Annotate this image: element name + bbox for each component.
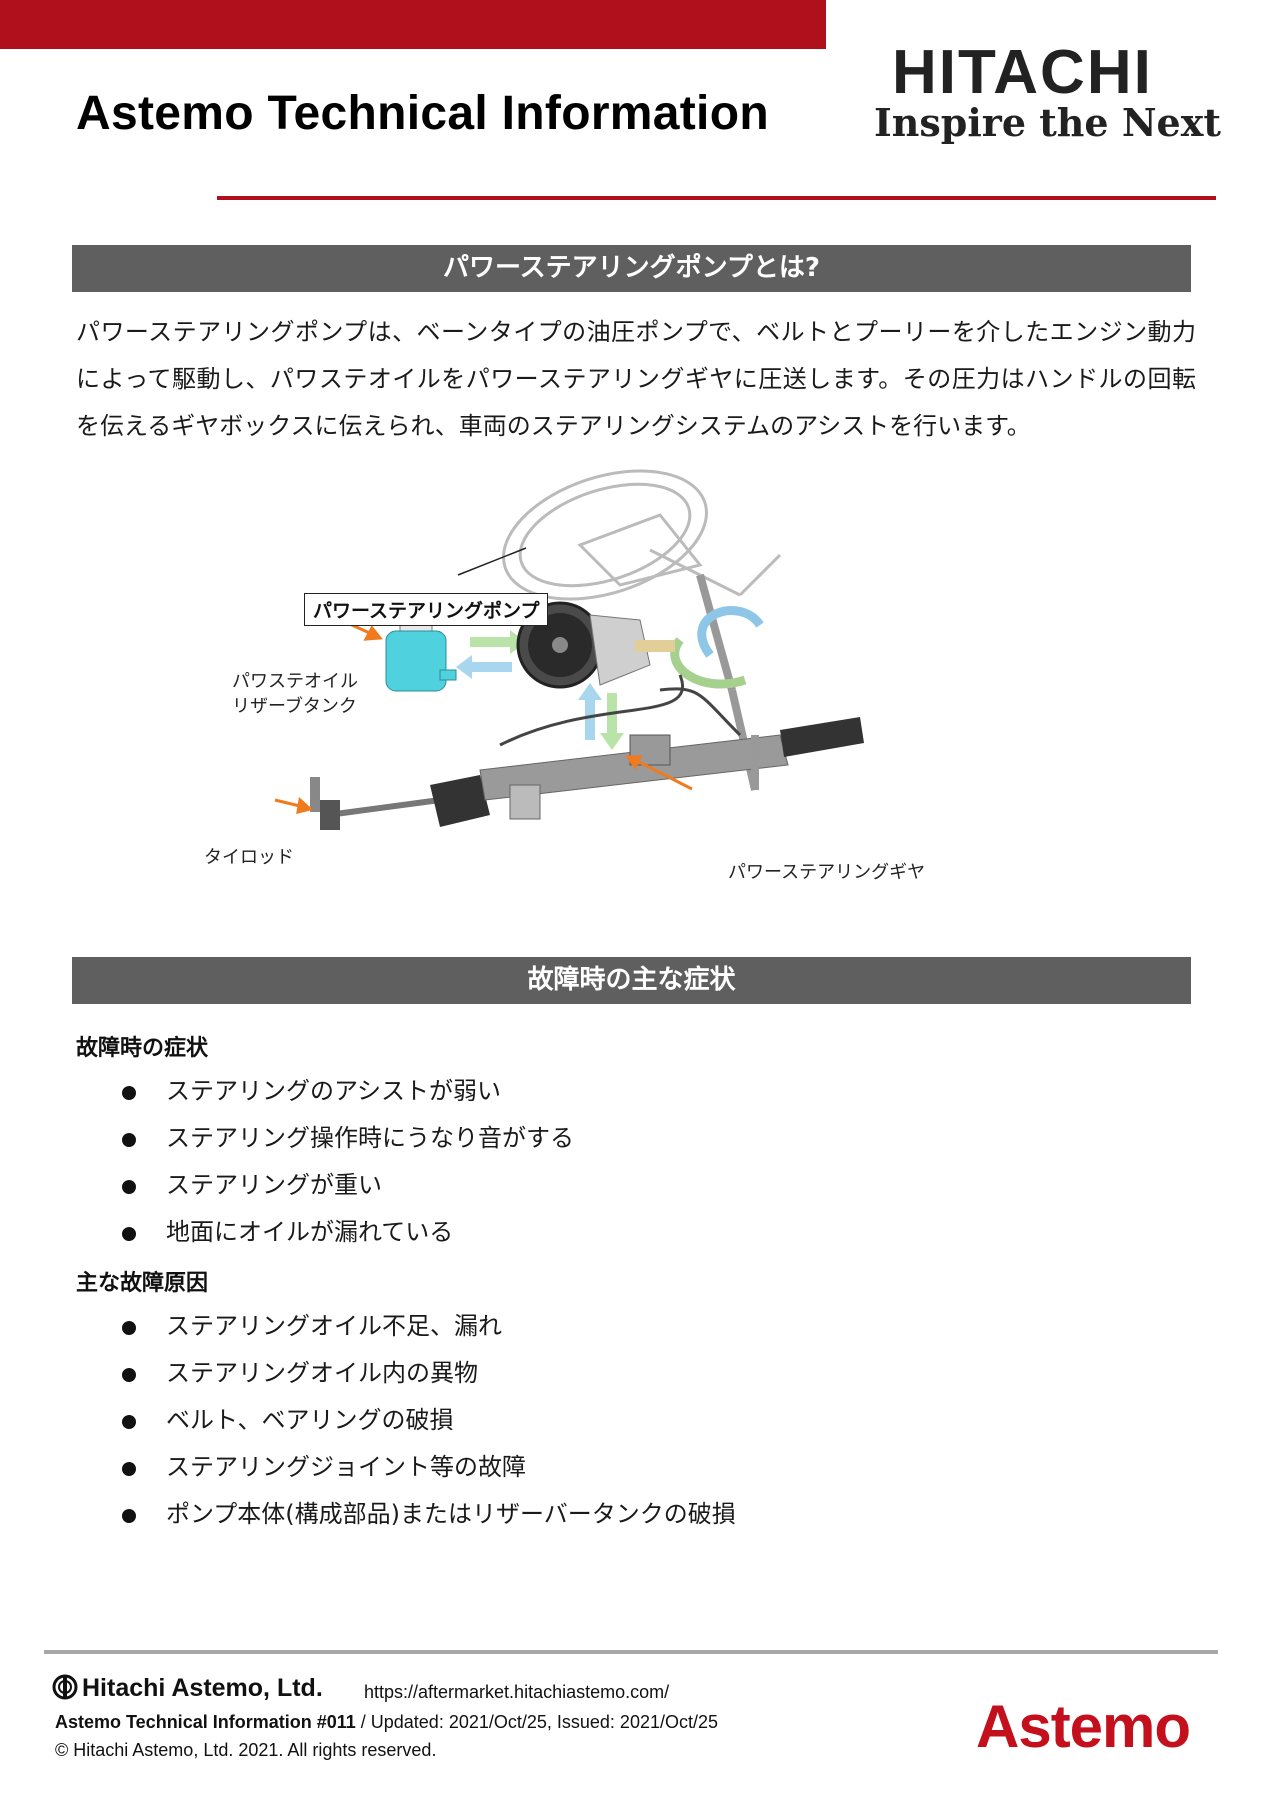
list-item: ベルト、ベアリングの破損 — [122, 1397, 736, 1444]
list-item: ポンプ本体(構成部品)またはリザーバータンクの破損 — [122, 1491, 736, 1538]
list-item: ステアリングオイル内の異物 — [122, 1350, 736, 1397]
section-heading-pump: パワーステアリングポンプとは? — [72, 245, 1191, 292]
footer-divider — [44, 1650, 1218, 1654]
symptoms-list: ステアリングのアシストが弱い ステアリング操作時にうなり音がする ステアリングが… — [122, 1068, 574, 1256]
list-item: 地面にオイルが漏れている — [122, 1209, 574, 1256]
footer-url-link[interactable]: https://aftermarket.hitachiastemo.com/ — [364, 1682, 670, 1702]
header-divider — [217, 196, 1216, 200]
doc-id: Astemo Technical Information #011 — [55, 1712, 356, 1732]
list-item: ステアリングジョイント等の故障 — [122, 1444, 736, 1491]
copyright: © Hitachi Astemo, Ltd. 2021. All rights … — [55, 1740, 437, 1760]
leader-arrows-icon — [274, 614, 693, 815]
doc-dates: / Updated: 2021/Oct/25, Issued: 2021/Oct… — [355, 1712, 718, 1732]
footer-doc-info: Astemo Technical Information #011 / Upda… — [55, 1712, 718, 1733]
page-title: Astemo Technical Information — [76, 87, 769, 140]
rotation-arrow-icon — [670, 637, 747, 689]
causes-subheading: 主な故障原因 — [76, 1271, 209, 1296]
list-item: ステアリング操作時にうなり音がする — [122, 1115, 574, 1162]
pump-label: パワーステアリングポンプ — [304, 593, 549, 626]
hitachi-emblem-icon — [52, 1674, 78, 1700]
gear-label: パワーステアリングギヤ — [728, 862, 926, 883]
tie-rod-illustration — [310, 777, 320, 812]
company-name: Hitachi Astemo, Ltd. — [82, 1674, 323, 1702]
top-red-bar — [0, 0, 826, 49]
list-item: ステアリングオイル不足、漏れ — [122, 1303, 736, 1350]
list-item: ステアリングのアシストが弱い — [122, 1068, 574, 1115]
brand-name: HITACHI — [892, 38, 1153, 107]
causes-list: ステアリングオイル不足、漏れ ステアリングオイル内の異物 ベルト、ベアリングの破… — [122, 1303, 736, 1538]
tie-rod-label: タイロッド — [204, 847, 294, 868]
reservoir-label-2: リザーブタンク — [232, 696, 357, 717]
astemo-logo: Astemo — [976, 1693, 1191, 1760]
pump-illustration — [516, 601, 675, 689]
steering-wheel-illustration — [502, 469, 782, 601]
list-item: ステアリングが重い — [122, 1162, 574, 1209]
reservoir-label-1: パワステオイル — [232, 671, 358, 692]
flow-arrows-icon — [456, 630, 526, 679]
symptoms-subheading: 故障時の症状 — [76, 1036, 209, 1061]
brand-tagline: Inspire the Next — [874, 100, 1221, 145]
hitachi-logo: HITACHI Inspire the Next — [874, 42, 1224, 152]
steering-system-diagram: パワーステアリングポンプ パワステオイル リザーブタンク タイロッド パワーステ… — [180, 455, 980, 895]
intro-paragraph: パワーステアリングポンプは、ベーンタイプの油圧ポンプで、ベルトとプーリーを介した… — [76, 318, 1196, 440]
rotation-arrow-icon — [697, 606, 764, 658]
section-heading-symptoms: 故障時の主な症状 — [72, 957, 1191, 1004]
footer-company: Hitachi Astemo, Ltd. — [52, 1674, 323, 1703]
